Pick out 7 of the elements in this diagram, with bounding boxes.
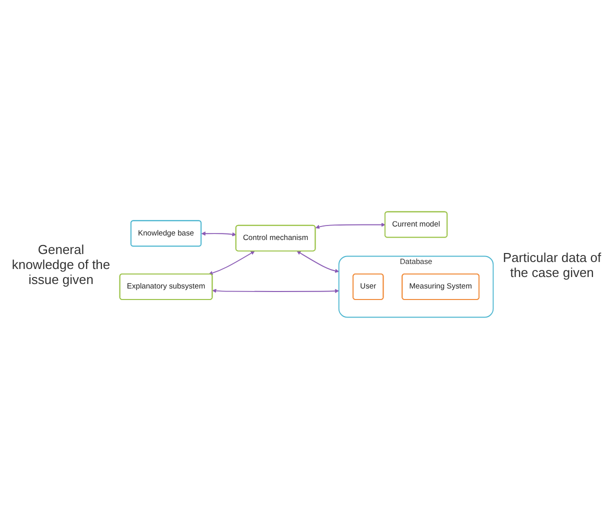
note-text: Particular data of the case given xyxy=(502,250,602,280)
arrow xyxy=(315,222,386,229)
arrow xyxy=(296,250,340,273)
arrow xyxy=(201,232,236,236)
note-text: General knowledge of the issue given xyxy=(10,242,112,287)
arrow xyxy=(212,288,340,294)
arrow xyxy=(208,250,255,275)
